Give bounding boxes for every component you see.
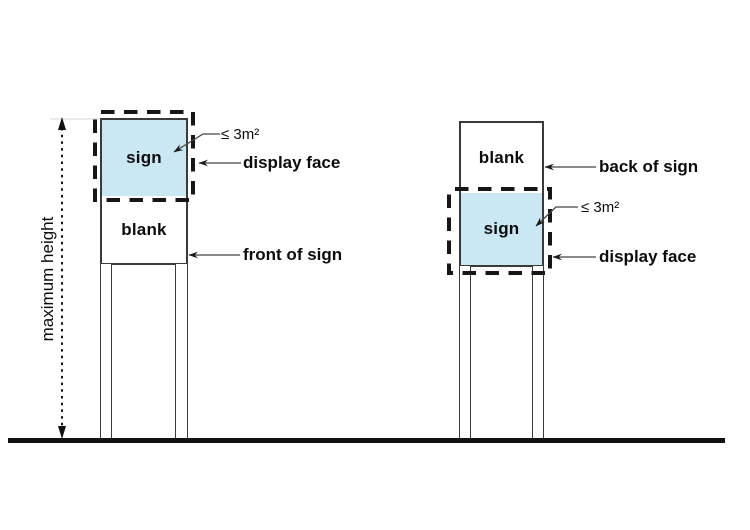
sign-panel-front: sign (102, 120, 186, 196)
blank-panel-back: blank (461, 123, 542, 193)
blank-panel-label: blank (478, 148, 525, 167)
blank-panel-label: blank (121, 219, 167, 239)
sign-panel-label: sign (483, 219, 520, 238)
area-limit-label-back: ≤ 3m² (581, 199, 620, 216)
back-sign-structure: blank sign (459, 121, 544, 267)
sign-post-right-back (532, 266, 544, 439)
dimension-arrow-down-icon (58, 426, 66, 439)
sign-panel-label: sign (126, 148, 162, 167)
back-of-sign-label: back of sign (599, 157, 699, 176)
sign-post-left-front (100, 264, 112, 439)
max-height-label: maximum height (38, 216, 57, 342)
display-face-label-front: display face (243, 153, 341, 172)
display-face-label-back: display face (599, 247, 697, 266)
blank-panel-front: blank (102, 196, 186, 263)
front-of-sign-label: front of sign (243, 245, 343, 264)
sign-post-right-front (175, 264, 188, 439)
sign-panel-back: sign (461, 193, 542, 265)
sign-post-left-back (459, 266, 471, 439)
dimension-arrow-up-icon (58, 117, 66, 130)
front-sign-structure: sign blank (100, 118, 188, 265)
area-limit-label-front: ≤ 3m² (221, 126, 260, 143)
